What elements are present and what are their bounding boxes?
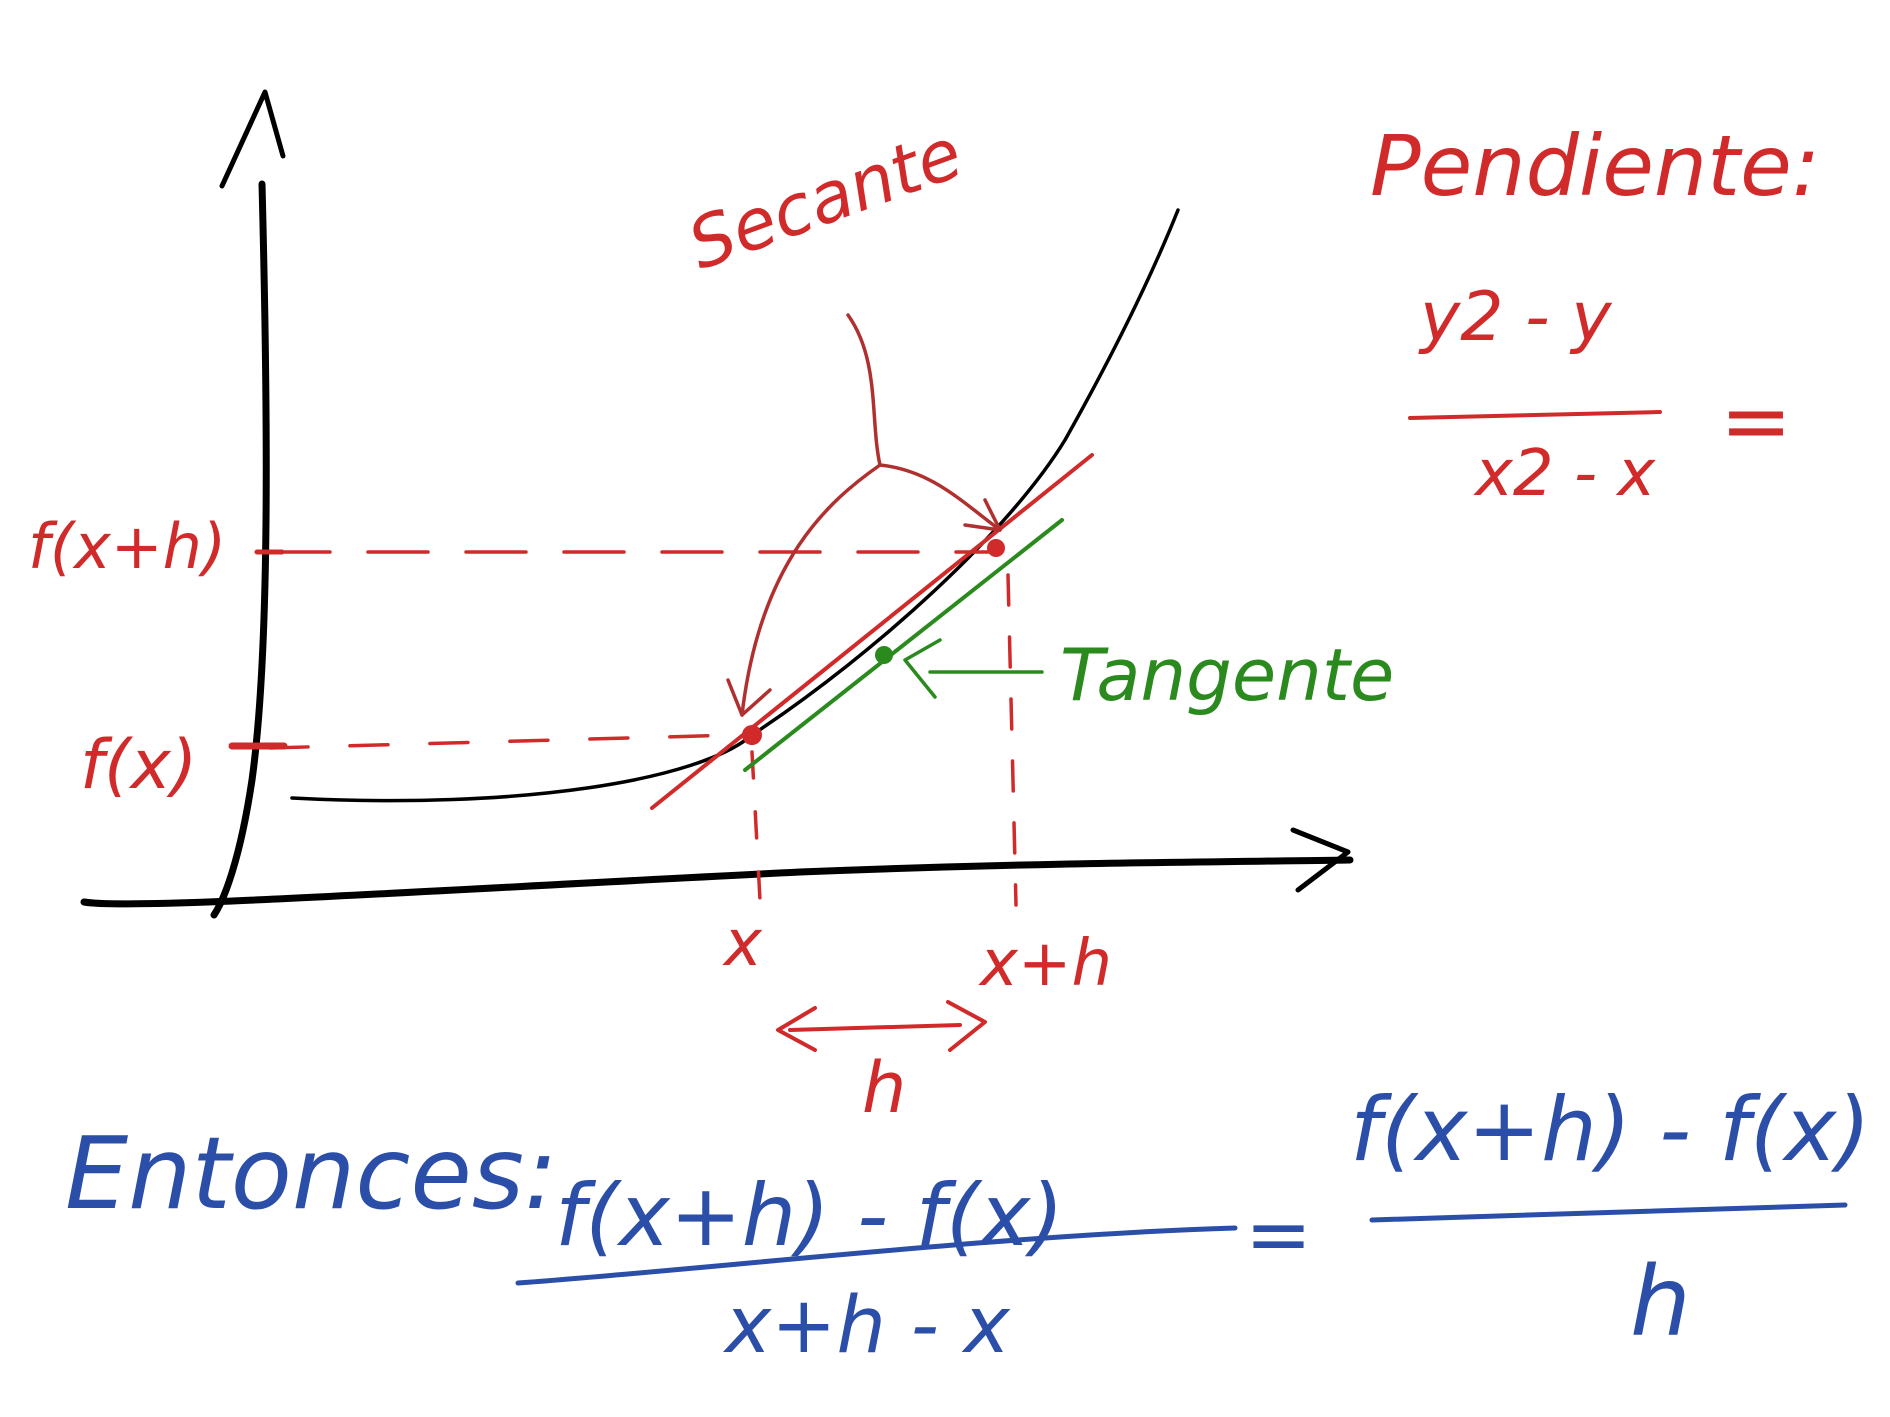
tangent-point — [875, 646, 893, 664]
secante-arrowhead-right — [963, 498, 1002, 532]
slope-title: Pendiente: — [1370, 117, 1820, 215]
h-interval-line — [788, 1023, 962, 1032]
fx-guide — [268, 733, 737, 750]
h-right-arrowhead — [946, 1000, 987, 1052]
secante-callout: Secante — [678, 112, 1002, 717]
slope-numerator: y2 - y — [1418, 278, 1612, 357]
x-axis — [80, 856, 1354, 908]
secante-pointer — [740, 313, 882, 717]
x-guide — [750, 750, 762, 902]
lhs-fraction-bar — [515, 1225, 1238, 1286]
tangente-callout: Tangente — [903, 633, 1394, 717]
slope-equals: = — [1720, 371, 1792, 471]
dashed-guides — [228, 549, 1018, 907]
fxh-label: f(x+h) — [28, 510, 226, 583]
point-x — [742, 725, 762, 745]
rhs-denominator: h — [1630, 1246, 1691, 1358]
point-x-plus-h — [987, 539, 1005, 557]
secante-pointer-branch — [878, 463, 1002, 532]
conclusion-formula: Entonces: f(x+h) - f(x) x+h - x = f(x+h)… — [65, 1078, 1871, 1371]
function-curve — [290, 208, 1180, 803]
tangente-label: Tangente — [1060, 633, 1394, 717]
lhs-denominator: x+h - x — [722, 1281, 1011, 1371]
y-axis — [210, 180, 270, 919]
fx-label: f(x) — [80, 726, 197, 805]
secante-arrowhead-left — [726, 678, 772, 717]
slope-formula: Pendiente: y2 - y x2 - x = — [1370, 117, 1820, 511]
y-axis-arrowhead — [219, 89, 286, 189]
x-plus-h-label: x+h — [978, 927, 1112, 1001]
tangente-arrowhead — [903, 638, 942, 699]
slope-denominator: x2 - x — [1473, 437, 1656, 511]
rhs-fraction-bar — [1369, 1202, 1848, 1223]
xh-guide — [1006, 573, 1018, 907]
h-label: h — [862, 1047, 906, 1129]
h-left-arrowhead — [776, 1006, 817, 1052]
secant-line — [650, 453, 1094, 810]
slope-fraction-bar — [1408, 410, 1662, 420]
middle-equals: = — [1245, 1188, 1312, 1281]
secante-label: Secante — [678, 112, 973, 286]
x-axis-arrowhead — [1290, 827, 1351, 893]
lhs-numerator: f(x+h) - f(x) — [555, 1166, 1064, 1266]
entonces-label: Entonces: — [65, 1115, 558, 1232]
x-label: x — [722, 907, 763, 981]
axes — [80, 89, 1354, 919]
tangent-line — [743, 518, 1064, 772]
rhs-numerator: f(x+h) - f(x) — [1350, 1078, 1871, 1181]
h-interval: h — [776, 1000, 987, 1129]
